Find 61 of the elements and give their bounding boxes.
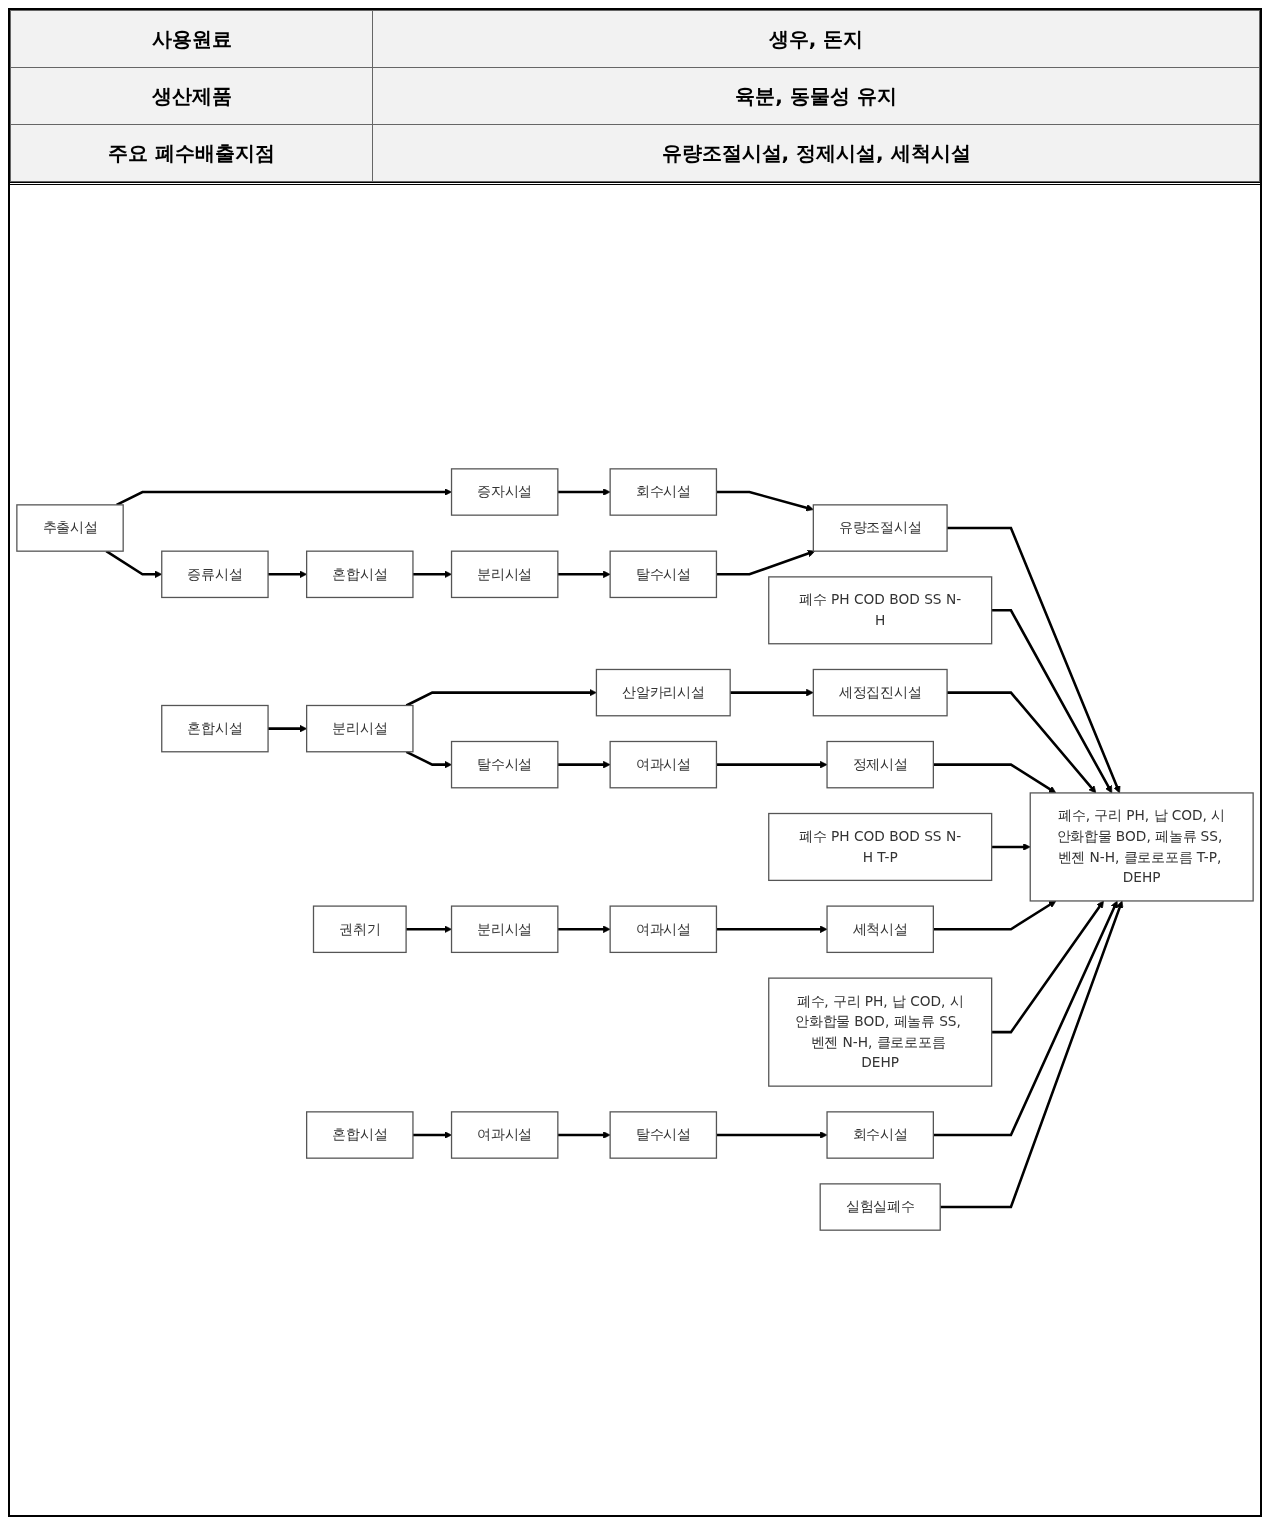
node-box: 여과시설 — [450, 1111, 559, 1160]
node-box: 세척시설 — [826, 905, 934, 954]
node-box: 폐수, 구리 PH, 납 COD, 시안화합물 BOD, 페놀류 SS, 벤젠 N-H, 클로로포름 DEHP — [768, 977, 993, 1088]
arrow — [940, 901, 1124, 1209]
node-box: 정제시설 — [826, 741, 934, 789]
arrow — [557, 488, 611, 497]
node-box: 유량조절시설 — [812, 504, 948, 553]
node-box: 권취기 — [312, 905, 407, 954]
table-header-cell: 사용원료 — [10, 10, 373, 68]
arrow — [716, 550, 816, 577]
node-box: 산알카리시설 — [595, 669, 731, 717]
node-box: 혼합시설 — [306, 1111, 414, 1160]
node-box: 혼합시설 — [306, 551, 414, 599]
node-box: 여과시설 — [609, 741, 718, 789]
arrow — [947, 527, 1121, 794]
node-box: 실험실폐수 — [819, 1183, 941, 1232]
arrow — [991, 901, 1104, 1034]
node-box: 분리시설 — [306, 705, 414, 753]
node-box: 세정집진시설 — [812, 669, 948, 717]
table-cell: 육분, 동물성 유지 — [372, 67, 1260, 125]
node-box: 분리시설 — [450, 551, 559, 599]
arrow — [406, 925, 452, 934]
arrow — [730, 689, 814, 697]
arrow — [991, 609, 1113, 794]
arrow — [716, 1131, 828, 1140]
node-box: 추출시설 — [16, 504, 124, 553]
arrow — [716, 491, 814, 512]
node-box: 탈수시설 — [450, 741, 559, 789]
node-box: 회수시설 — [826, 1111, 934, 1160]
arrow — [412, 1131, 452, 1140]
table-cell: 유량조절시설, 정제시설, 세척시설 — [372, 124, 1260, 182]
arrow — [412, 571, 452, 579]
node-box: 폐수 PH COD BOD SS N-H T-P — [768, 813, 993, 882]
node-box: 폐수 PH COD BOD SS N-H — [768, 576, 993, 645]
table-cell: 생우, 돈지 — [372, 10, 1260, 68]
arrow — [557, 761, 611, 769]
arrow — [405, 751, 452, 769]
node-box: 여과시설 — [609, 905, 718, 954]
arrow — [933, 901, 1118, 1137]
arrow — [116, 488, 452, 507]
node-box: 탈수시설 — [609, 1111, 718, 1160]
arrow — [268, 571, 307, 579]
arrow — [933, 901, 1057, 931]
arrow — [557, 925, 611, 934]
node-box: 분리시설 — [450, 905, 559, 954]
arrow — [557, 571, 611, 579]
node-box: 혼합시설 — [161, 705, 269, 753]
table-header-cell: 생산제품 — [10, 67, 373, 125]
arrow — [947, 691, 1097, 794]
node-box: 회수시설 — [609, 468, 718, 517]
arrow — [716, 925, 828, 934]
arrow — [933, 763, 1057, 794]
arrow — [991, 843, 1031, 852]
node-box: 탈수시설 — [609, 551, 718, 599]
arrow — [268, 725, 307, 733]
arrow — [557, 1131, 611, 1140]
table-header-cell: 주요 폐수배출지점 — [10, 124, 373, 182]
node-box: 증류시설 — [161, 551, 269, 599]
arrow — [716, 761, 828, 769]
node-box: 증자시설 — [450, 468, 559, 517]
node-box: 폐수, 구리 PH, 납 COD, 시안화합물 BOD, 페놀류 SS, 벤젠 N-H, 클로로포름 T-P, DEHP — [1029, 792, 1254, 903]
